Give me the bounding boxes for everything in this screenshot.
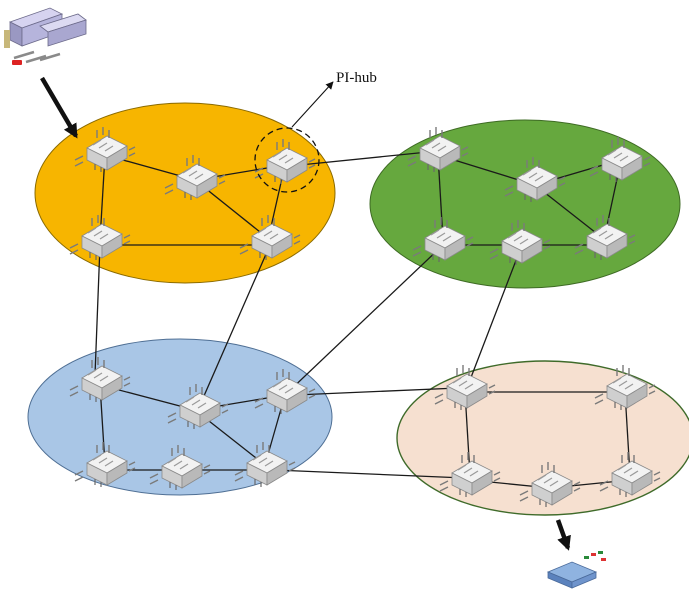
- pi-hub-pointer-arrow: [291, 81, 334, 128]
- green-region: [369, 119, 681, 289]
- pi-hub-label: PI-hub: [336, 70, 377, 86]
- source-facility-icon: [4, 7, 87, 65]
- link: [299, 151, 429, 166]
- link: [294, 387, 459, 396]
- link: [274, 469, 466, 479]
- destination-arrow: [555, 519, 571, 551]
- link: [284, 244, 444, 396]
- source-arrow: [40, 76, 78, 139]
- pi-hub-highlight-circle: [254, 127, 320, 193]
- link: [469, 249, 521, 381]
- link: [199, 244, 271, 406]
- destination-facility-icon: [546, 551, 606, 589]
- link: [94, 244, 101, 376]
